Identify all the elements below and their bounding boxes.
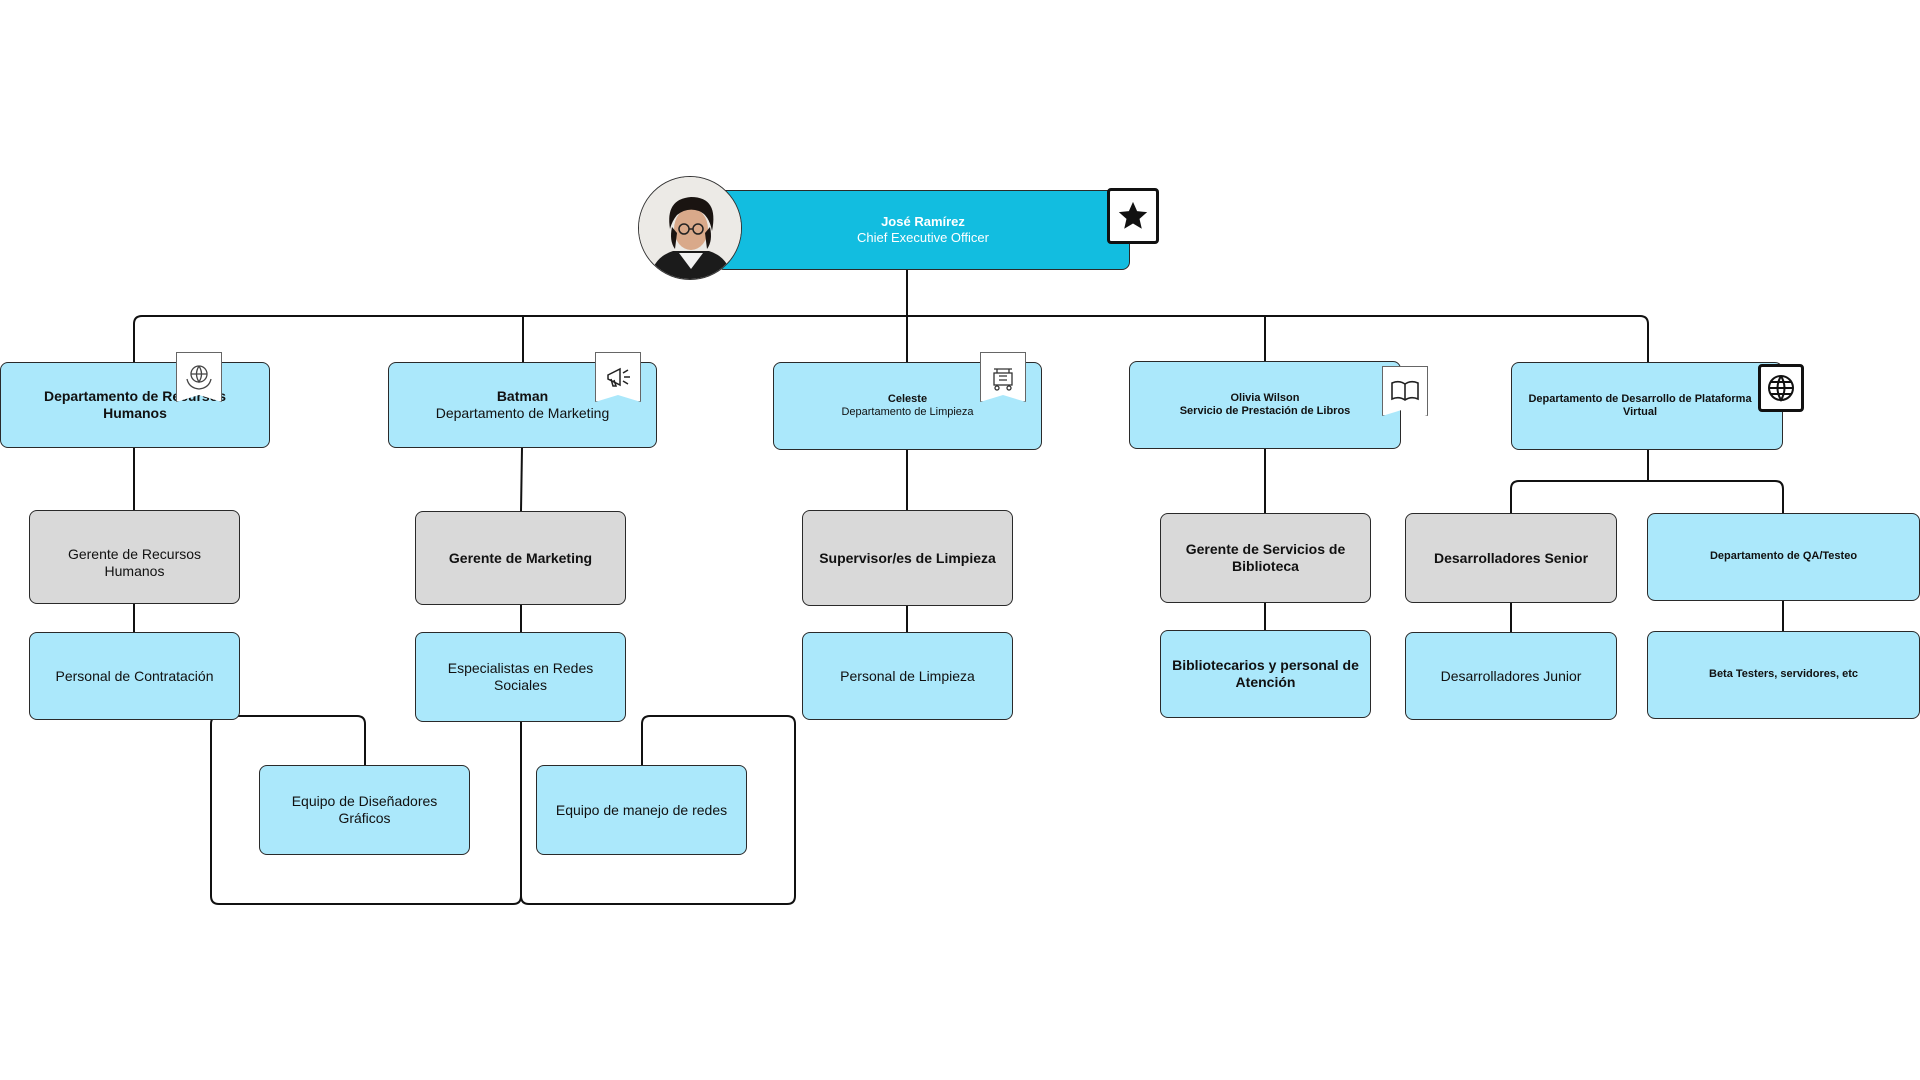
ceo-avatar [638, 176, 742, 280]
department-library-name: Olivia Wilson [1230, 391, 1300, 404]
node-beta-testers-label: Beta Testers, servidores, etc [1709, 668, 1858, 681]
node-library-manager[interactable]: Gerente de Servicios de Biblioteca [1160, 513, 1371, 603]
node-hr-manager-label: Gerente de Recursos Humanos [67, 546, 202, 579]
node-beta-testers[interactable]: Beta Testers, servidores, etc [1647, 631, 1920, 719]
globe-hands-icon [176, 352, 222, 402]
node-librarians[interactable]: Bibliotecarios y personal de Atención [1160, 630, 1371, 718]
department-platform[interactable]: Departamento de Desarrollo de Plataforma… [1511, 362, 1783, 450]
department-hr[interactable]: Departamento de Recursos Humanos [0, 362, 270, 448]
node-marketing-manager[interactable]: Gerente de Marketing [415, 511, 626, 605]
node-marketing-manager-label: Gerente de Marketing [448, 549, 593, 566]
node-cleaning-supervisors-label: Supervisor/es de Limpieza [819, 549, 996, 566]
department-marketing-name: Batman [496, 388, 549, 405]
node-cleaning-supervisors[interactable]: Supervisor/es de Limpieza [802, 510, 1013, 606]
node-librarians-label: Bibliotecarios y personal de Atención [1172, 657, 1359, 690]
node-qa-dept[interactable]: Departamento de QA/Testeo [1647, 513, 1920, 601]
department-cleaning-name: Celeste [887, 392, 928, 405]
open-book-icon [1382, 366, 1428, 416]
node-cleaning-staff[interactable]: Personal de Limpieza [802, 632, 1013, 720]
department-marketing-title: Departamento de Marketing [435, 405, 610, 421]
node-cleaning-staff-label: Personal de Limpieza [840, 667, 975, 684]
star-icon [1107, 188, 1159, 244]
node-senior-devs-label: Desarrolladores Senior [1433, 549, 1589, 566]
node-network-team[interactable]: Equipo de manejo de redes [536, 765, 747, 855]
node-junior-devs[interactable]: Desarrolladores Junior [1405, 632, 1617, 720]
node-social-specialists-label: Especialistas en Redes Sociales [447, 660, 594, 693]
department-library[interactable]: Olivia Wilson Servicio de Prestación de … [1129, 361, 1401, 449]
cleaning-cart-icon [980, 352, 1026, 402]
ceo-title: Chief Executive Officer [857, 230, 989, 245]
node-hiring-staff[interactable]: Personal de Contratación [29, 632, 240, 720]
node-hiring-staff-label: Personal de Contratación [55, 667, 214, 684]
node-design-team-label: Equipo de Diseñadores Gráficos [291, 793, 438, 826]
node-hr-manager[interactable]: Gerente de Recursos Humanos [29, 510, 240, 604]
department-marketing[interactable]: Batman Departamento de Marketing [388, 362, 657, 448]
megaphone-icon [595, 352, 641, 402]
globe-icon [1758, 364, 1804, 412]
node-network-team-label: Equipo de manejo de redes [555, 801, 728, 818]
node-social-specialists[interactable]: Especialistas en Redes Sociales [415, 632, 626, 722]
department-platform-title: Departamento de Desarrollo de Plataforma… [1528, 392, 1752, 418]
node-junior-devs-label: Desarrolladores Junior [1440, 667, 1582, 684]
node-senior-devs[interactable]: Desarrolladores Senior [1405, 513, 1617, 603]
node-library-manager-label: Gerente de Servicios de Biblioteca [1185, 541, 1346, 574]
node-qa-dept-label: Departamento de QA/Testeo [1709, 550, 1858, 563]
department-library-title: Servicio de Prestación de Libros [1179, 405, 1351, 417]
ceo-name: José Ramírez [881, 213, 965, 229]
ceo-node[interactable]: José Ramírez Chief Executive Officer [716, 190, 1130, 270]
department-cleaning-title: Departamento de Limpieza [841, 406, 974, 418]
node-design-team[interactable]: Equipo de Diseñadores Gráficos [259, 765, 470, 855]
